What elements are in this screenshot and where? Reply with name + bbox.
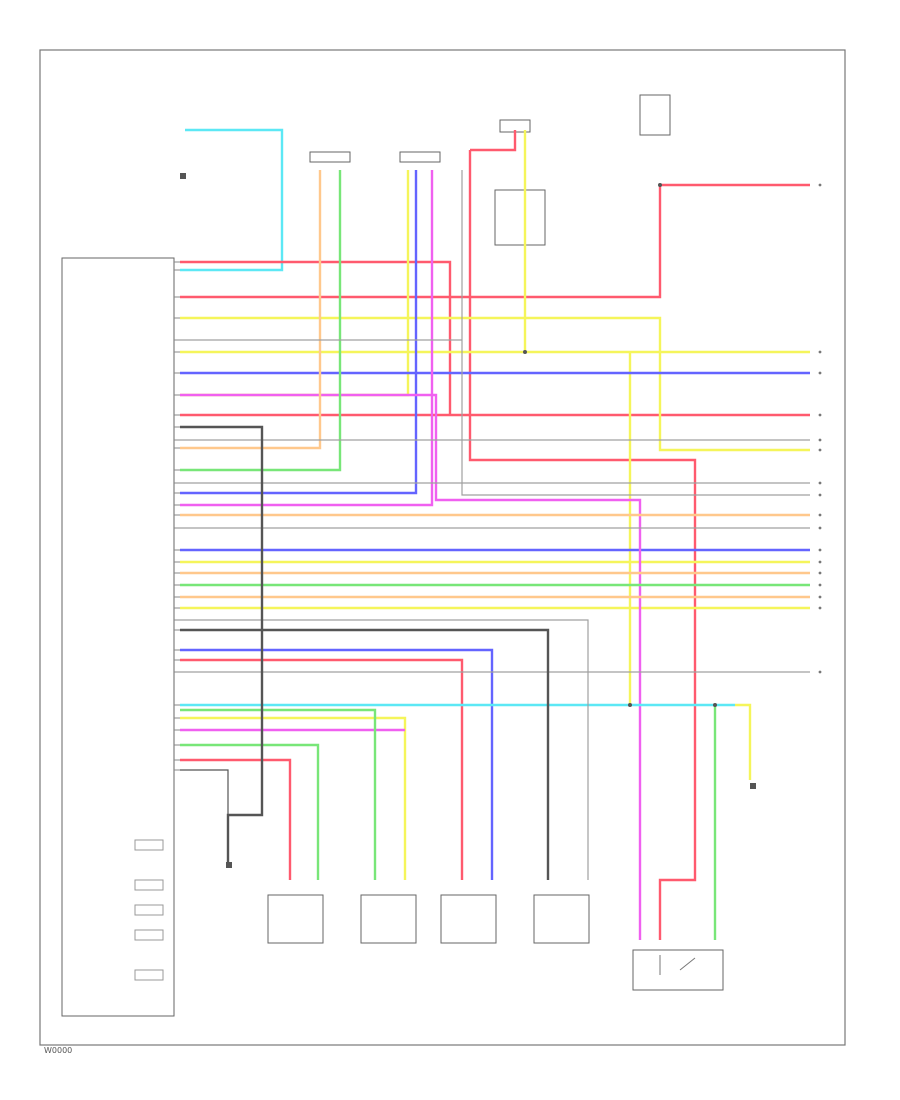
sensor-left-rear bbox=[440, 894, 497, 944]
wire-green-top bbox=[180, 170, 342, 472]
wire-blue-sensor bbox=[180, 648, 494, 880]
sensor-right-front bbox=[360, 894, 417, 944]
wire-black-2 bbox=[180, 769, 229, 815]
splice-points bbox=[523, 183, 717, 707]
stop-lamp-switch-contacts bbox=[659, 955, 696, 975]
connector-top-1 bbox=[309, 151, 351, 163]
diagram-frame bbox=[39, 49, 846, 1046]
wire-green-sensor2 bbox=[180, 708, 377, 880]
wire-gray-top bbox=[461, 170, 810, 496]
wire-red-right bbox=[180, 183, 810, 299]
wire-lightblue-top bbox=[180, 128, 284, 272]
wire-red-fuse bbox=[470, 130, 517, 152]
wire-red-stoplamp bbox=[468, 150, 697, 940]
wire-red-sensor2 bbox=[180, 658, 464, 880]
ground-right bbox=[750, 783, 756, 789]
wire-yellow-top bbox=[180, 170, 410, 397]
sensor-group bbox=[267, 894, 724, 991]
wire-orange-top bbox=[180, 170, 322, 450]
wire-red-main bbox=[180, 260, 452, 415]
top-connector-group bbox=[309, 94, 671, 246]
module-pin-ticks bbox=[174, 261, 180, 771]
wire-yellow-ground bbox=[735, 703, 752, 780]
control-module-box bbox=[61, 257, 175, 1017]
wire-black-ground bbox=[180, 425, 264, 862]
connector-top-2 bbox=[399, 151, 441, 163]
sensor-left-front bbox=[267, 894, 324, 944]
wire-pink-1 bbox=[180, 393, 642, 940]
wire-black-sensor bbox=[180, 628, 550, 880]
wire-yellow-sensor bbox=[180, 716, 407, 880]
ground-bottom bbox=[226, 862, 232, 868]
wire-gray-sensor bbox=[180, 619, 589, 880]
stop-lamp-switch bbox=[632, 949, 724, 991]
wire-red-sensor bbox=[180, 758, 292, 880]
right-terminal-dots bbox=[818, 183, 822, 674]
relay-switch-top bbox=[494, 189, 546, 246]
wire-yellow-1 bbox=[180, 316, 810, 452]
module-internal-blocks bbox=[134, 839, 164, 981]
fuse-block-right bbox=[639, 94, 671, 136]
footer-code: W0000 bbox=[44, 1046, 73, 1055]
sensor-right-rear bbox=[533, 894, 590, 944]
ground-top bbox=[180, 173, 186, 179]
wire-green-sensor bbox=[180, 743, 320, 880]
wire-blue-top bbox=[180, 170, 418, 495]
wire-pink-top bbox=[180, 170, 434, 507]
